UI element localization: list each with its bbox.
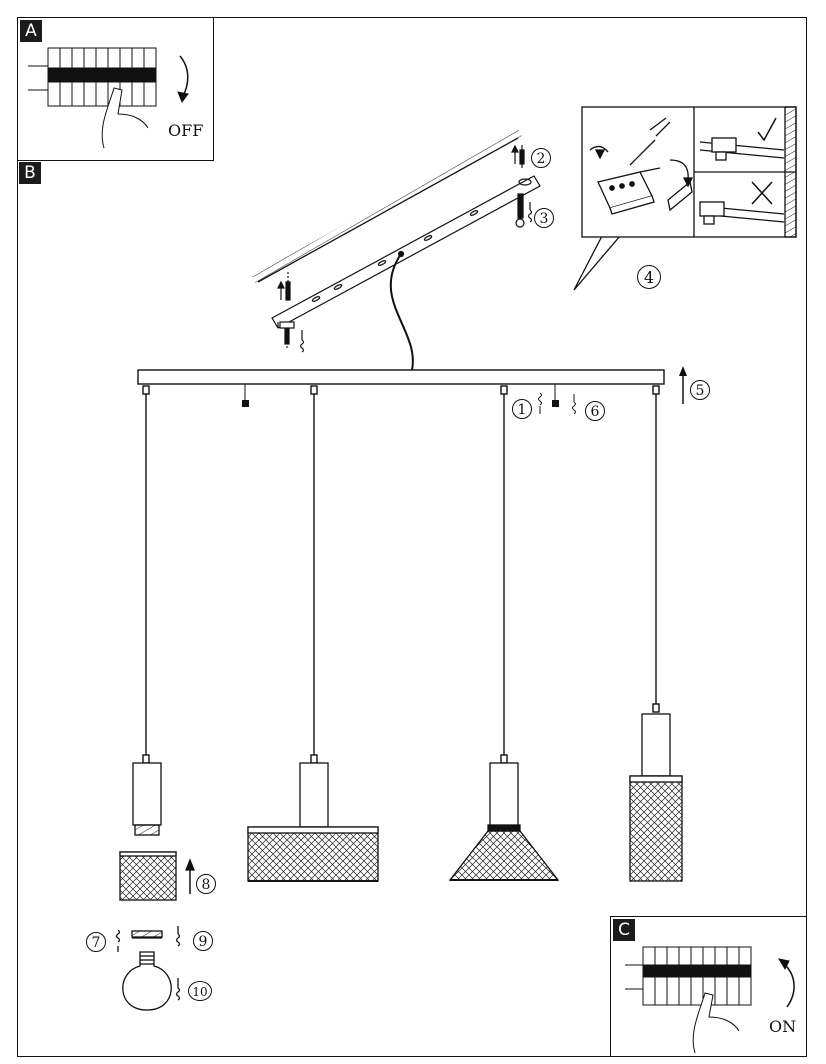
- step-4: 4: [637, 265, 661, 289]
- panel-c: C ON: [610, 916, 807, 1057]
- on-label: ON: [769, 1017, 797, 1036]
- step-3: 3: [534, 208, 554, 228]
- ceiling: [252, 128, 522, 284]
- canopy-bar: [137, 369, 665, 385]
- lamp-4: [629, 713, 683, 882]
- lamp-1: [115, 762, 195, 1011]
- step-5: 5: [690, 380, 710, 400]
- step-2: 2: [531, 148, 551, 168]
- left-screw-dowel: [277, 272, 305, 353]
- step-10: 10: [188, 981, 212, 1001]
- lamp-2: [247, 762, 379, 882]
- step-7: 7: [86, 932, 106, 952]
- panel-b-frame: [17, 17, 807, 1057]
- right-screw-dowel: [511, 144, 533, 228]
- panel-a: A OFF: [17, 17, 214, 161]
- step-8: 8: [196, 874, 216, 894]
- breaker-switch-on-drawing: [625, 946, 795, 1054]
- panel-a-tag: A: [20, 20, 42, 42]
- step-6: 6: [585, 401, 605, 421]
- panel-c-tag: C: [613, 919, 635, 941]
- suspension-cords: [142, 385, 660, 764]
- step-9: 9: [193, 931, 213, 951]
- panel-b-tag: B: [19, 162, 41, 184]
- lamp-3: [448, 762, 560, 881]
- off-label: OFF: [168, 121, 204, 140]
- power-cable: [389, 253, 414, 371]
- step-1: 1: [512, 399, 532, 419]
- cap-nuts: [242, 384, 559, 407]
- wiring-detail-callout: [573, 106, 797, 291]
- mounting-bracket: [271, 175, 541, 329]
- breaker-switch-off-drawing: [28, 47, 189, 149]
